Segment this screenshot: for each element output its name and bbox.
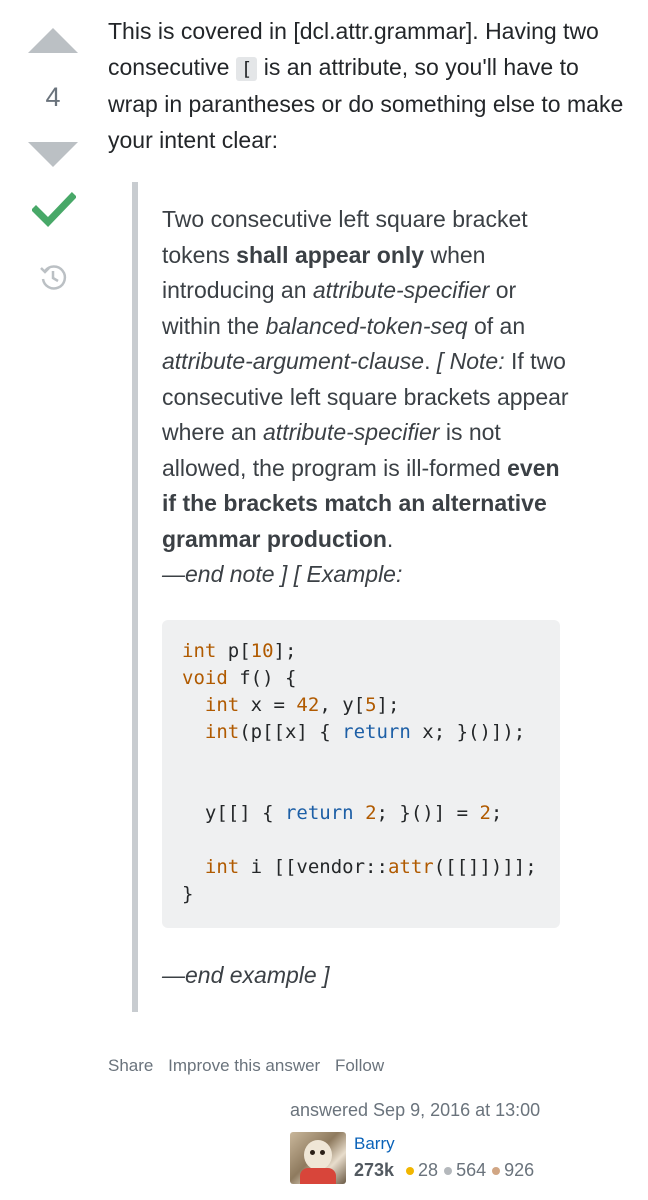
end-note-label: —end note ] [ Example: [162, 561, 403, 587]
gold-badge-icon [406, 1166, 415, 1175]
avatar[interactable] [290, 1132, 346, 1184]
silver-badge-icon [444, 1166, 453, 1175]
share-link[interactable]: Share [108, 1056, 154, 1075]
reputation-score: 273k [354, 1160, 395, 1180]
history-icon[interactable] [38, 262, 68, 292]
code-block: int p[10]; void f() { int x = 42, y[5]; … [162, 620, 560, 928]
user-card: answered Sep 9, 2016 at 13:00 Barry 273k… [290, 1100, 610, 1184]
bronze-badge-icon [492, 1166, 501, 1175]
blockquote: Two consecutive left square bracket toke… [132, 182, 578, 1012]
answer-body: This is covered in [dcl.attr.grammar]. H… [108, 14, 628, 158]
intro-text-1: This is covered in [dcl.attr.grammar]. H… [108, 18, 599, 80]
upvote-arrow-icon[interactable] [28, 28, 78, 53]
inline-code: [ [235, 56, 258, 81]
reputation: 273k 28 564 926 [354, 1160, 534, 1181]
bronze-badge-count: 926 [504, 1160, 535, 1180]
intro-text-2: is an attribute, so you'll have to wrap … [108, 53, 624, 153]
answered-timestamp: answered Sep 9, 2016 at 13:00 [290, 1100, 541, 1120]
quote-text: Two consecutive left square bracket toke… [162, 206, 569, 587]
bold-shall-appear-only: shall appear only [236, 241, 425, 268]
improve-answer-link[interactable]: Improve this answer [168, 1056, 321, 1075]
follow-link[interactable]: Follow [334, 1056, 385, 1075]
silver-badge-count: 564 [456, 1160, 487, 1180]
vote-count: 4 [45, 82, 61, 112]
accepted-checkmark-icon [32, 192, 76, 228]
post-menu: Share Improve this answer Follow [108, 1056, 394, 1076]
end-example-label: —end example ] [162, 962, 330, 988]
bold-even-if: even if the brackets match an alternativ… [162, 454, 560, 552]
downvote-arrow-icon[interactable] [28, 142, 78, 167]
gold-badge-count: 28 [418, 1160, 439, 1180]
user-name-link[interactable]: Barry [354, 1134, 395, 1153]
answer-intro: This is covered in [dcl.attr.grammar]. H… [108, 14, 628, 158]
